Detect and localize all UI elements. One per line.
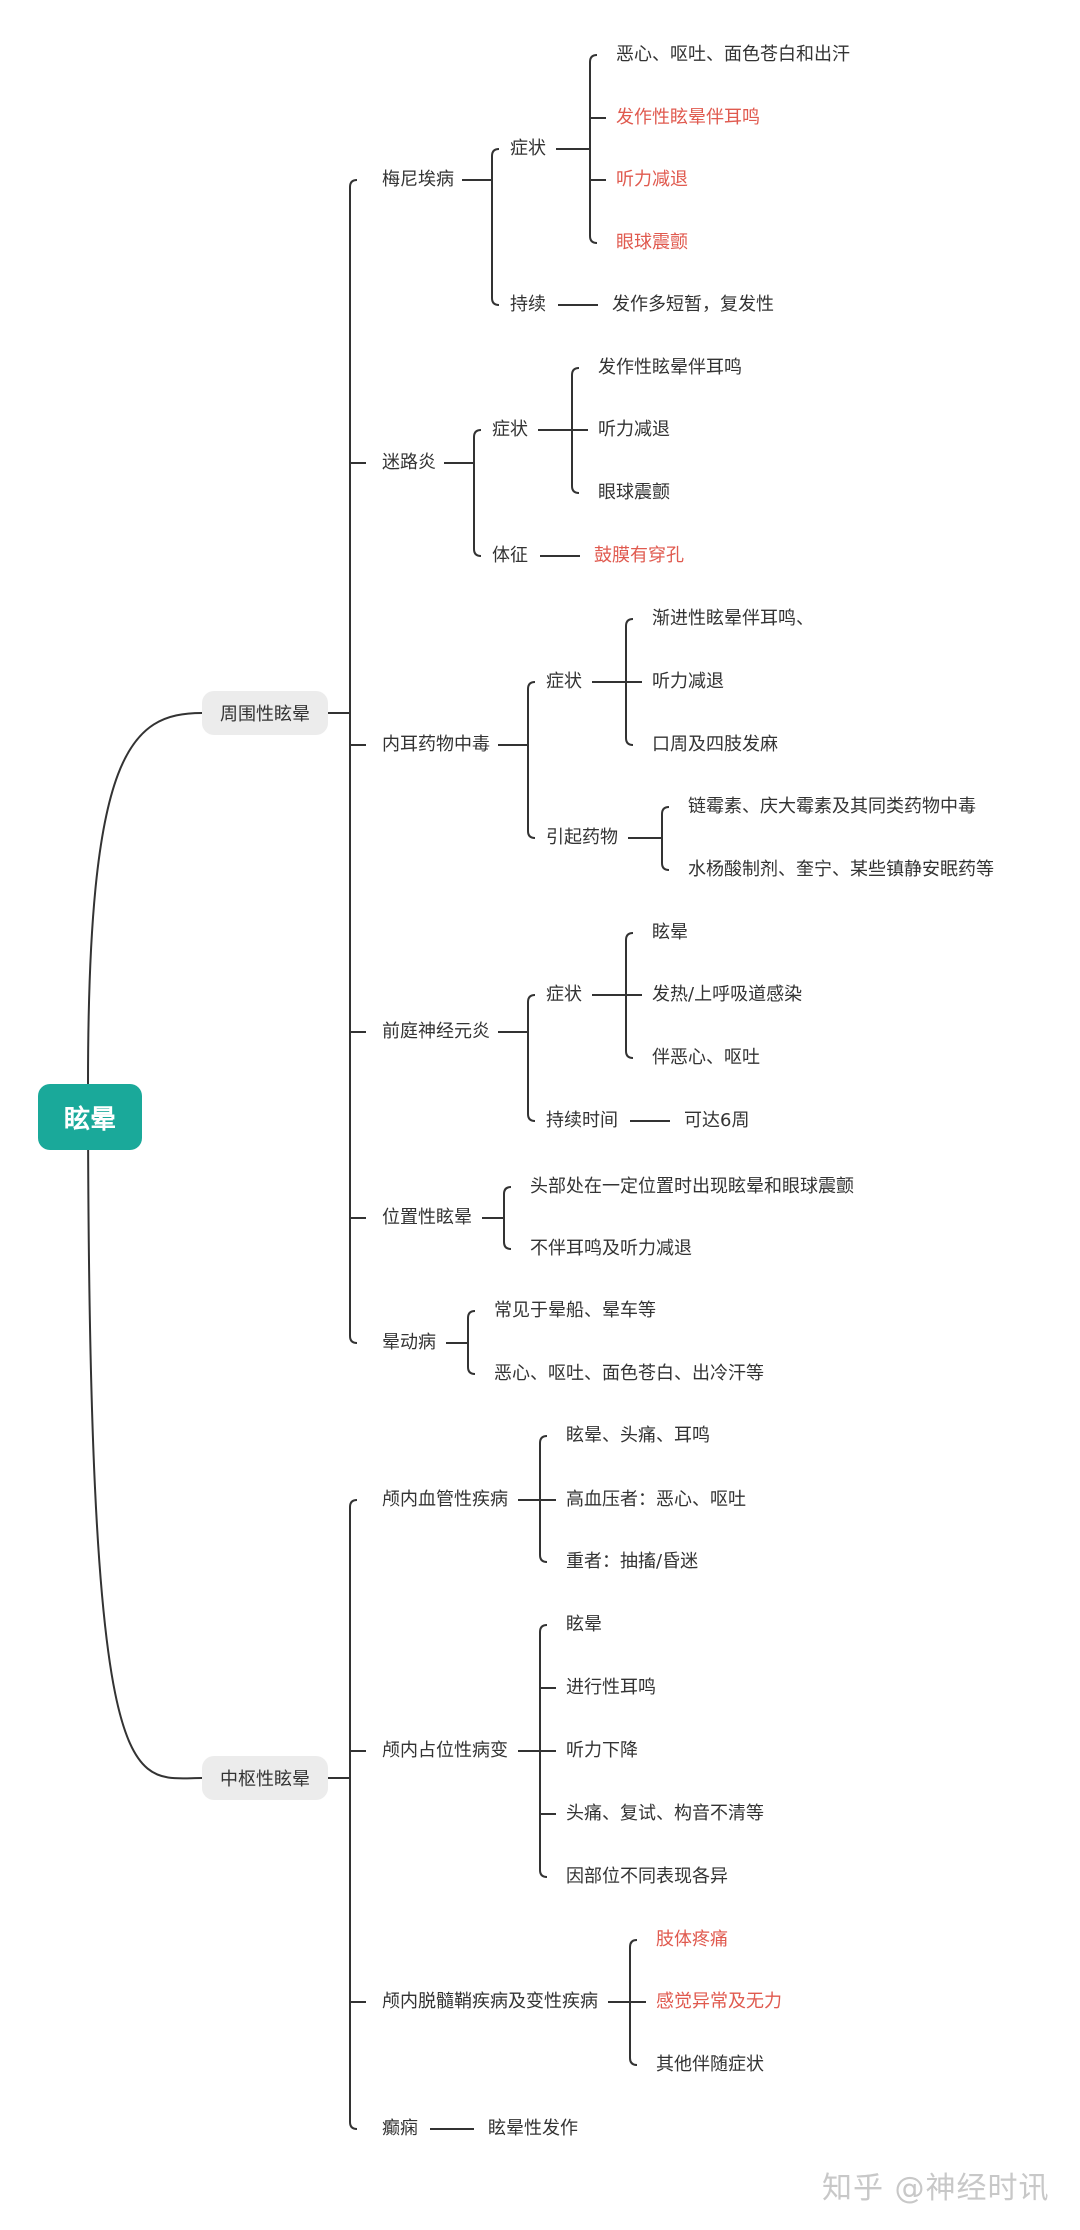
subtopic-node: 颅内血管性疾病 [382, 1489, 508, 1510]
subtopic-node: 引起药物 [546, 827, 618, 848]
branch-node: 中枢性眩晕 [202, 1756, 328, 1800]
leaf-node: 眼球震颤 [598, 482, 670, 503]
leaf-node: 高血压者：恶心、呕吐 [566, 1489, 746, 1510]
branch-node: 周围性眩晕 [202, 691, 328, 735]
leaf-node: 听力减退 [598, 419, 670, 440]
leaf-node: 口周及四肢发麻 [652, 734, 778, 755]
leaf-node: 其他伴随症状 [656, 2054, 764, 2075]
subtopic-node: 持续时间 [546, 1110, 618, 1131]
connector-line [87, 1083, 203, 1780]
leaf-node: 链霉素、庆大霉素及其同类药物中毒 [688, 796, 976, 817]
leaf-node: 发作性眩晕伴耳鸣 [616, 107, 760, 128]
leaf-node: 不伴耳鸣及听力减退 [530, 1238, 692, 1259]
subtopic-node: 症状 [546, 671, 582, 692]
watermark: 知乎 @神经时讯 [822, 2171, 1050, 2206]
subtopic-node: 位置性眩晕 [382, 1207, 472, 1228]
leaf-node: 重者：抽搐/昏迷 [566, 1551, 699, 1572]
leaf-node: 伴恶心、呕吐 [652, 1047, 760, 1068]
subtopic-node: 持续 [510, 294, 546, 315]
leaf-node: 眩晕、头痛、耳鸣 [566, 1425, 710, 1446]
leaf-node: 眩晕 [652, 922, 688, 943]
connector-line [589, 54, 598, 244]
leaf-node: 渐进性眩晕伴耳鸣、 [652, 608, 814, 629]
leaf-node: 常见于晕船、晕车等 [494, 1300, 656, 1321]
subtopic-node: 症状 [510, 138, 546, 159]
connector-line [503, 1186, 512, 1250]
leaf-node: 可达6周 [684, 1110, 750, 1131]
subtopic-node: 内耳药物中毒 [382, 734, 490, 755]
subtopic-node: 晕动病 [382, 1332, 436, 1353]
subtopic-node: 梅尼埃病 [382, 169, 454, 190]
subtopic-node: 癫痫 [382, 2118, 418, 2139]
subtopic-node: 迷路炎 [382, 452, 436, 473]
connector-line [527, 681, 536, 839]
leaf-node: 水杨酸制剂、奎宁、某些镇静安眠药等 [688, 859, 994, 880]
leaf-node: 恶心、呕吐、面色苍白、出冷汗等 [494, 1363, 764, 1384]
leaf-node: 听力减退 [616, 169, 688, 190]
subtopic-node: 颅内占位性病变 [382, 1740, 508, 1761]
leaf-node: 眼球震颤 [616, 232, 688, 253]
leaf-node: 恶心、呕吐、面色苍白和出汗 [616, 44, 850, 65]
connector-line [349, 179, 358, 1344]
subtopic-node: 症状 [546, 984, 582, 1005]
leaf-node: 眩晕 [566, 1614, 602, 1635]
subtopic-node: 前庭神经元炎 [382, 1021, 490, 1042]
connector-line [467, 1310, 476, 1375]
connector-line [661, 806, 670, 871]
leaf-node: 发作多短暂，复发性 [612, 294, 774, 315]
subtopic-node: 体征 [492, 545, 528, 566]
leaf-node: 因部位不同表现各异 [566, 1866, 728, 1887]
leaf-node: 发热/上呼吸道感染 [652, 984, 803, 1005]
leaf-node: 肢体疼痛 [656, 1929, 728, 1950]
leaf-node: 听力下降 [566, 1740, 638, 1761]
connector-line [527, 994, 536, 1122]
leaf-node: 头部处在一定位置时出现眩晕和眼球震颤 [530, 1176, 854, 1197]
connector-line [473, 429, 482, 557]
subtopic-node: 症状 [492, 419, 528, 440]
leaf-node: 头痛、复试、构音不清等 [566, 1803, 764, 1824]
leaf-node: 听力减退 [652, 671, 724, 692]
connector-line [87, 712, 203, 1085]
connector-line [349, 1499, 358, 2130]
leaf-node: 进行性耳鸣 [566, 1677, 656, 1698]
subtopic-node: 颅内脱髓鞘疾病及变性疾病 [382, 1991, 598, 2012]
leaf-node: 感觉异常及无力 [656, 1991, 782, 2012]
root-node: 眩晕 [38, 1084, 142, 1150]
leaf-node: 鼓膜有穿孔 [594, 545, 684, 566]
connector-line [491, 148, 500, 306]
leaf-node: 眩晕性发作 [488, 2118, 578, 2139]
leaf-node: 发作性眩晕伴耳鸣 [598, 357, 742, 378]
